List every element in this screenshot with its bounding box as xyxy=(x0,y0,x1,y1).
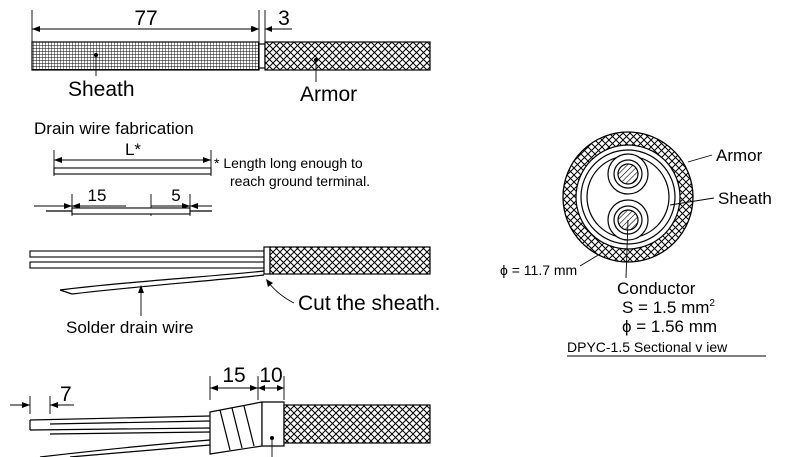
dimension-77: 77 xyxy=(32,7,259,32)
conductor-label: Conductor xyxy=(617,279,696,298)
drain-wire-full xyxy=(53,167,212,175)
dimension-label: 15 xyxy=(222,364,245,387)
drain-title: Drain wire fabrication xyxy=(34,119,194,138)
dimension-label: 77 xyxy=(134,7,157,30)
conductor-core xyxy=(617,163,639,185)
area-main: S = 1.5 mm xyxy=(622,298,709,317)
taped-cable-bottom: 7 15 10 xyxy=(10,364,431,457)
dimension-label: 10 xyxy=(259,364,282,387)
drain-wire-insulated xyxy=(71,207,191,215)
section-sheath-label: Sheath xyxy=(718,189,772,208)
armor-cut-gap xyxy=(258,43,266,69)
armor-label: Armor xyxy=(300,83,357,106)
section-diameter-label: ϕ = 11.7 mm xyxy=(500,262,577,278)
sheath-section xyxy=(31,41,260,71)
area-label: S = 1.5 mm2 xyxy=(622,298,715,317)
tape-wrap xyxy=(209,401,263,455)
section-armor-label: Armor xyxy=(716,146,763,165)
cut-sheath-label: Cut the sheath. xyxy=(298,292,440,315)
armor-section xyxy=(283,404,431,444)
area-sup: 2 xyxy=(709,298,715,309)
sectional-view: Armor Sheath ϕ = 11.7 mm Conductor S = 1… xyxy=(500,131,772,357)
sheath-label: Sheath xyxy=(68,78,135,101)
footnote-line2: reach ground terminal. xyxy=(230,173,370,189)
dimension-label: 3 xyxy=(278,7,290,30)
dimension-label: L* xyxy=(125,140,141,159)
armor-section xyxy=(264,41,431,71)
solder-drain-label: Solder drain wire xyxy=(66,318,194,337)
stripped-cable-top: 77 3 Sheath Armor xyxy=(31,7,431,106)
armor-section xyxy=(269,246,431,275)
drain-wire-fabrication: Drain wire fabrication L* * Length long … xyxy=(34,119,370,216)
conductor-diameter-label: ϕ = 1.56 mm xyxy=(622,317,717,336)
footnote-line1: * Length long enough to xyxy=(214,155,363,171)
dimension-label: 5 xyxy=(171,186,180,205)
dimension-label: 15 xyxy=(88,186,107,205)
dimension-label: 7 xyxy=(60,383,72,406)
dimension-3: 3 xyxy=(243,7,292,32)
cable-with-drain-wire: Cut the sheath. Solder drain wire xyxy=(29,246,440,337)
section-caption: DPYC-1.5 Sectional v iew xyxy=(567,339,728,355)
